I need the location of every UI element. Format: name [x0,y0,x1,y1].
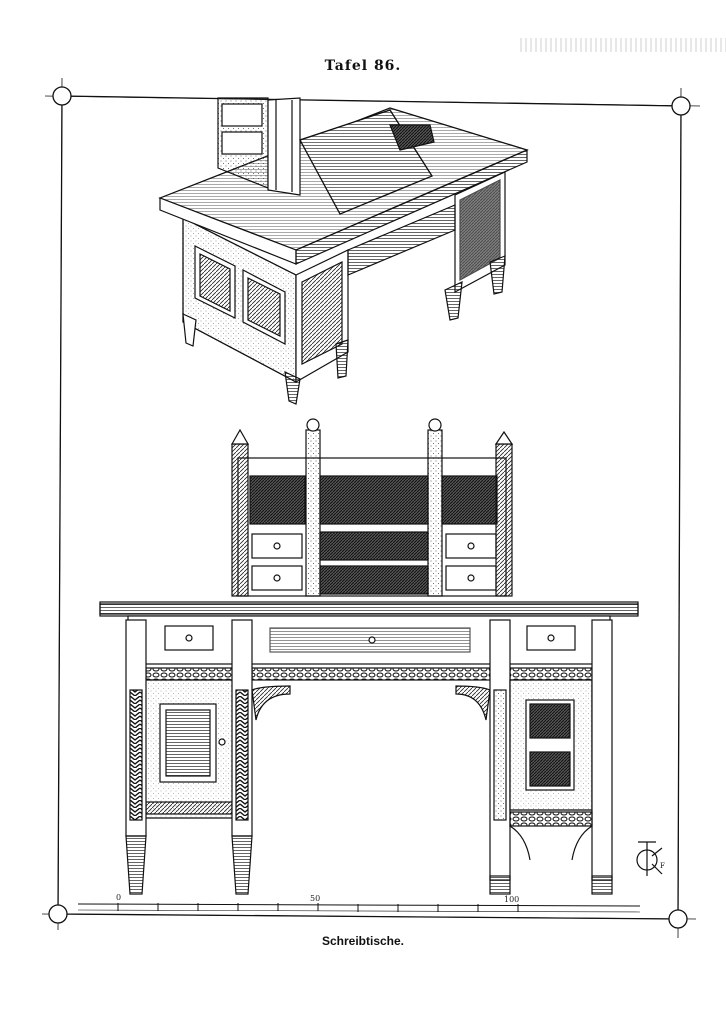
scale-tick-label-100: 100 [504,895,519,904]
circle-registration-mark-icon [48,86,691,929]
scale-bar: 0 50 100 [77,893,641,913]
monogram-letter: F [660,862,665,870]
scale-tick-label-0: 0 [116,893,121,902]
page-title: Tafel 86. [324,58,402,74]
scale-tick-label-50: 50 [310,894,320,903]
scan-noise [520,38,726,52]
plate-caption: Schreibtische. [321,934,405,948]
monogram-icon: F [636,841,665,876]
desk-front-elevation [99,418,639,895]
desk-perspective-view [158,97,529,405]
